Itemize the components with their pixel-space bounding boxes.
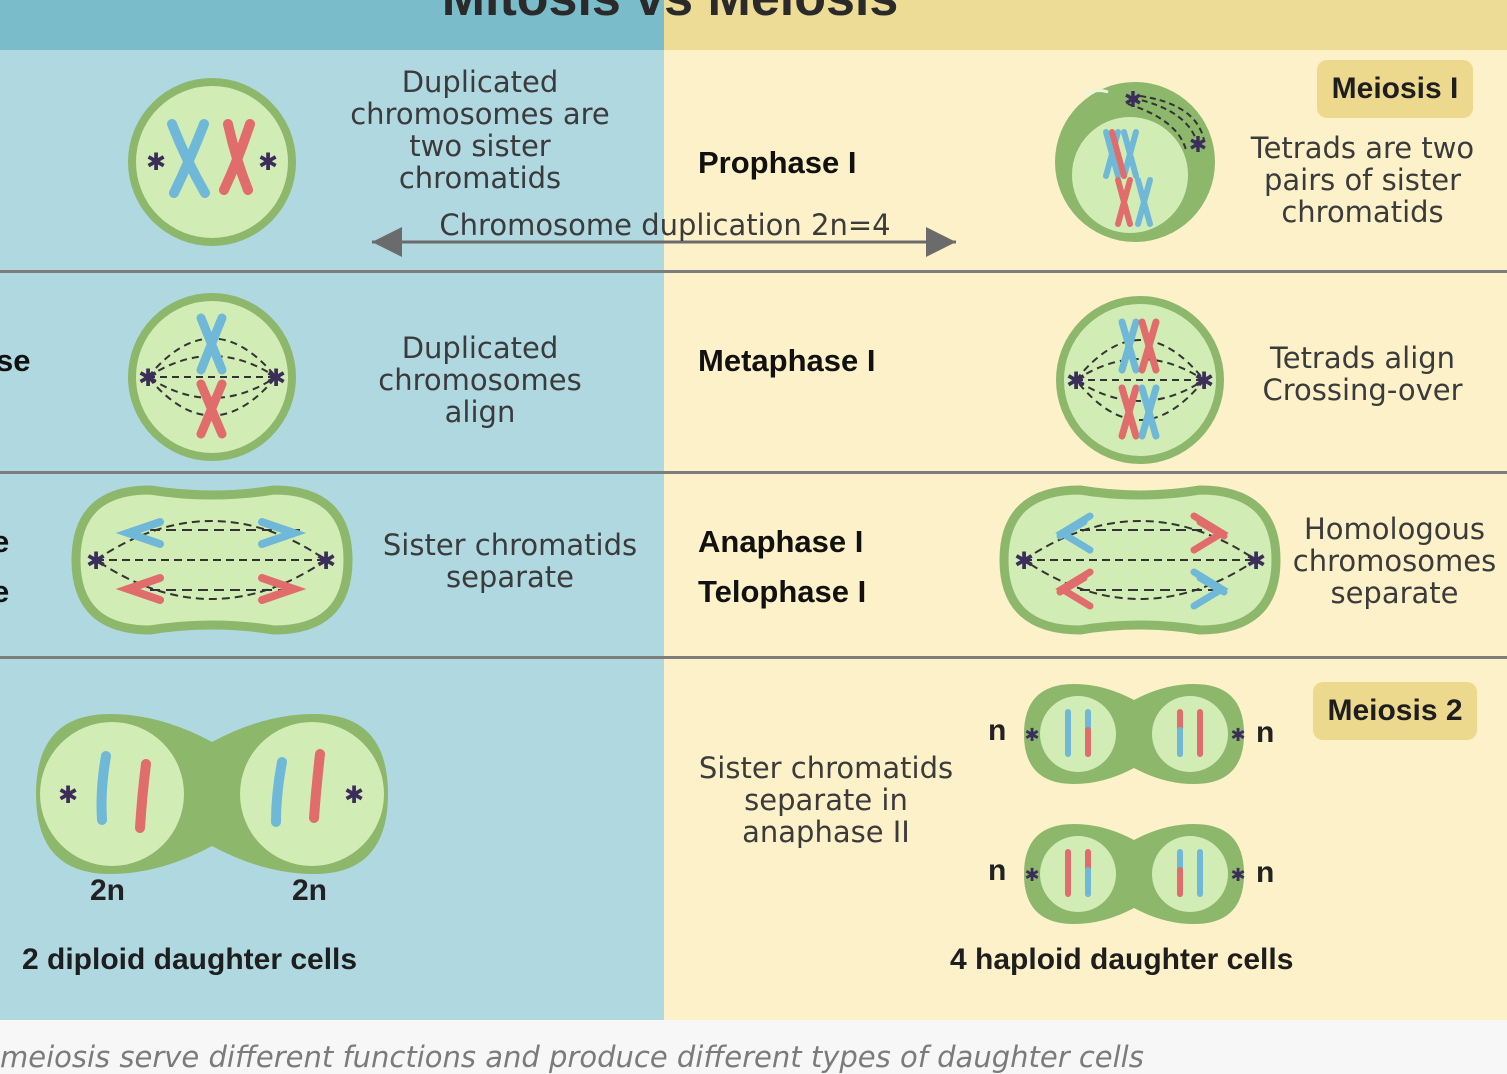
row-divider-3 (0, 656, 1507, 659)
svg-text:✱: ✱ (86, 547, 106, 575)
row-divider-2 (0, 471, 1507, 474)
cut-label-telophase: e (0, 574, 10, 609)
mitosis-prophase-cell: ✱ ✱ (128, 78, 296, 246)
svg-text:✱: ✱ (344, 781, 364, 809)
mitosis-ploidy-right: 2n (292, 874, 328, 907)
svg-text:✱: ✱ (1024, 725, 1039, 746)
mitosis-result: 2 diploid daughter cells (22, 943, 358, 976)
meiosis-metaphase-cell: ✱ ✱ (1056, 296, 1224, 464)
svg-text:✱: ✱ (1066, 367, 1086, 395)
svg-text:✱: ✱ (1230, 725, 1245, 746)
meiosis-metaphase-label: Metaphase I (698, 343, 876, 378)
svg-text:✱: ✱ (1194, 367, 1214, 395)
duplication-label: Chromosome duplication 2n=4 (439, 208, 891, 242)
meiosis-metaphase-text: Tetrads align Crossing-over (1262, 341, 1463, 407)
mitosis-prophase-text: Duplicated chromosomes are two sister ch… (350, 65, 610, 195)
svg-text:✱: ✱ (1014, 547, 1034, 575)
meiosis-prophase-label: Prophase I (698, 145, 857, 180)
ploidy-n-bottom-left: n (988, 854, 1007, 887)
meiosis-anaphase-cell: ✱ ✱ (999, 485, 1281, 635)
header-left-band (0, 0, 664, 50)
row-divider-1 (0, 270, 1507, 273)
svg-text:✱: ✱ (1230, 865, 1245, 886)
meiosis-daughter-cells-bottom: ✱ ✱ (1024, 824, 1246, 924)
meiosis-prophase-text: Tetrads are two pairs of sister chromati… (1250, 131, 1475, 229)
mitosis-anaphase-text: Sister chromatids separate (382, 528, 638, 594)
figure-caption: meiosis serve different functions and pr… (0, 1040, 1144, 1074)
svg-text:✱: ✱ (266, 364, 286, 392)
diagram-artwork: ✱ ✱ ✱ ✱ ✱ ✱ (36, 78, 1281, 924)
meiosis-i-badge: Meiosis I (1317, 60, 1473, 118)
meiosis-anaphase-label: Anaphase I (698, 524, 864, 559)
svg-text:✱: ✱ (1189, 133, 1207, 158)
svg-text:✱: ✱ (316, 547, 336, 575)
meiosis-telophase-label: Telophase I (698, 574, 867, 609)
meiosis-prophase-cell: ✱ ✱ (1055, 82, 1215, 242)
svg-text:✱: ✱ (138, 364, 158, 392)
ploidy-n-bottom-right: n (1256, 856, 1275, 889)
mitosis-metaphase-cell: ✱ ✱ (128, 293, 296, 461)
meiosis-2-text: Sister chromatids separate in anaphase I… (698, 751, 954, 849)
cut-label-metaphase: se (0, 343, 31, 378)
svg-text:✱: ✱ (146, 148, 166, 176)
svg-text:✱: ✱ (1024, 865, 1039, 886)
svg-text:✱: ✱ (1124, 88, 1142, 113)
mitosis-ploidy-left: 2n (90, 874, 126, 907)
meiosis-anaphase-text: Homologous chromosomes separate (1292, 512, 1497, 610)
ploidy-n-top-right: n (1256, 716, 1275, 749)
meiosis-result: 4 haploid daughter cells (950, 943, 1294, 976)
mitosis-anaphase-cell: ✱ ✱ (71, 485, 353, 635)
meiosis-daughter-cells-top: ✱ ✱ (1024, 684, 1246, 784)
mitosis-daughter-cells: ✱ ✱ (36, 714, 388, 874)
svg-text:✱: ✱ (58, 781, 78, 809)
svg-text:✱: ✱ (258, 148, 278, 176)
cut-label-anaphase: e (0, 524, 10, 559)
mitosis-metaphase-text: Duplicated chromosomes align (378, 331, 582, 429)
meiosis-2-badge: Meiosis 2 (1313, 682, 1477, 740)
page-title: Mitosis vs Meiosis (340, 0, 1000, 26)
mitosis-meiosis-diagram: ✱ ✱ ✱ ✱ ✱ ✱ (0, 0, 1507, 1020)
svg-text:✱: ✱ (1246, 547, 1266, 575)
header-right-band (664, 0, 1507, 50)
ploidy-n-top-left: n (988, 714, 1007, 747)
